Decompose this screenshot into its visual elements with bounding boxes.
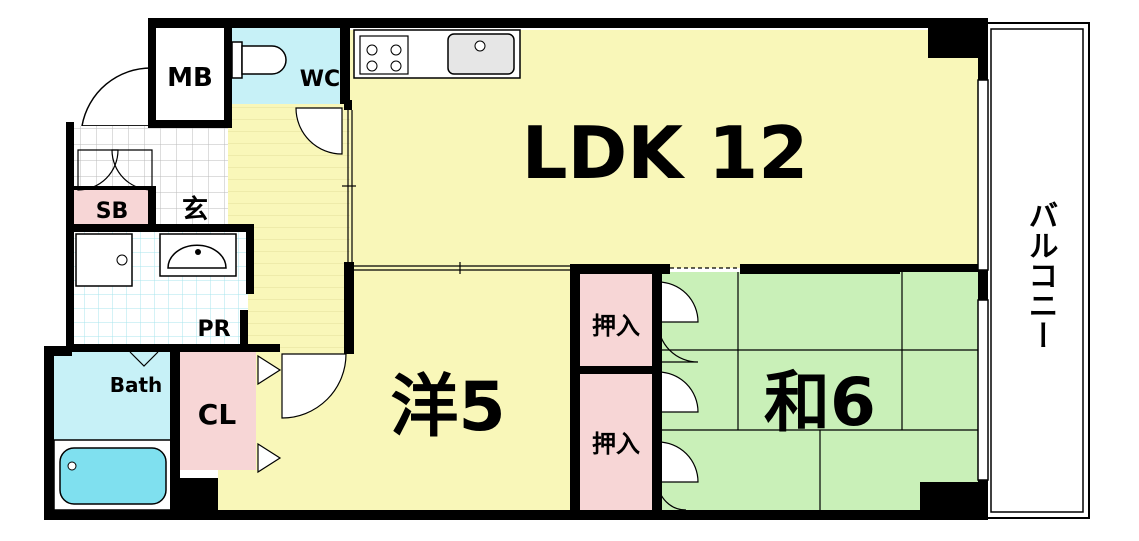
powder-room-label: PR: [197, 317, 230, 342]
shoe-box: [72, 190, 152, 224]
oshiire-upper-label: 押入: [592, 312, 640, 340]
sliding-partitions: [342, 110, 740, 274]
stove-icon: [359, 35, 409, 75]
oshiire-lower: [578, 374, 656, 511]
japanese-room: [658, 272, 980, 513]
ldk-label: LDK 12: [522, 111, 809, 195]
toilet-icon: [231, 41, 287, 79]
balcony-windows: [977, 79, 989, 481]
shoe-box-label: SB: [96, 199, 129, 224]
sink-icon: [447, 33, 515, 75]
balcony: バルコニー: [984, 22, 1090, 519]
mb-door[interactable]: [81, 67, 153, 127]
entrance-label: 玄: [182, 194, 208, 225]
bath-label: Bath: [110, 373, 163, 397]
kitchen-counter: [353, 29, 521, 79]
meter-box-label: MB: [167, 63, 213, 93]
washbasin-icon: [159, 233, 237, 277]
bathtub-icon: [53, 439, 173, 511]
balcony-label: バルコニー: [1023, 200, 1058, 350]
oshiire-lower-label: 押入: [592, 430, 640, 458]
tatami-lines: [660, 272, 980, 512]
western-room-label: 洋5: [390, 368, 505, 447]
washing-machine-icon: [75, 233, 133, 287]
closet-room: [180, 352, 256, 470]
oshiire-doors[interactable]: [657, 281, 699, 511]
japanese-room-label: 和6: [764, 364, 876, 441]
interior-doors[interactable]: [77, 107, 347, 474]
toilet-label: WC: [300, 67, 340, 92]
closet-label: CL: [198, 398, 237, 431]
meter-box-room: [152, 26, 228, 126]
oshiire-upper: [578, 272, 656, 370]
